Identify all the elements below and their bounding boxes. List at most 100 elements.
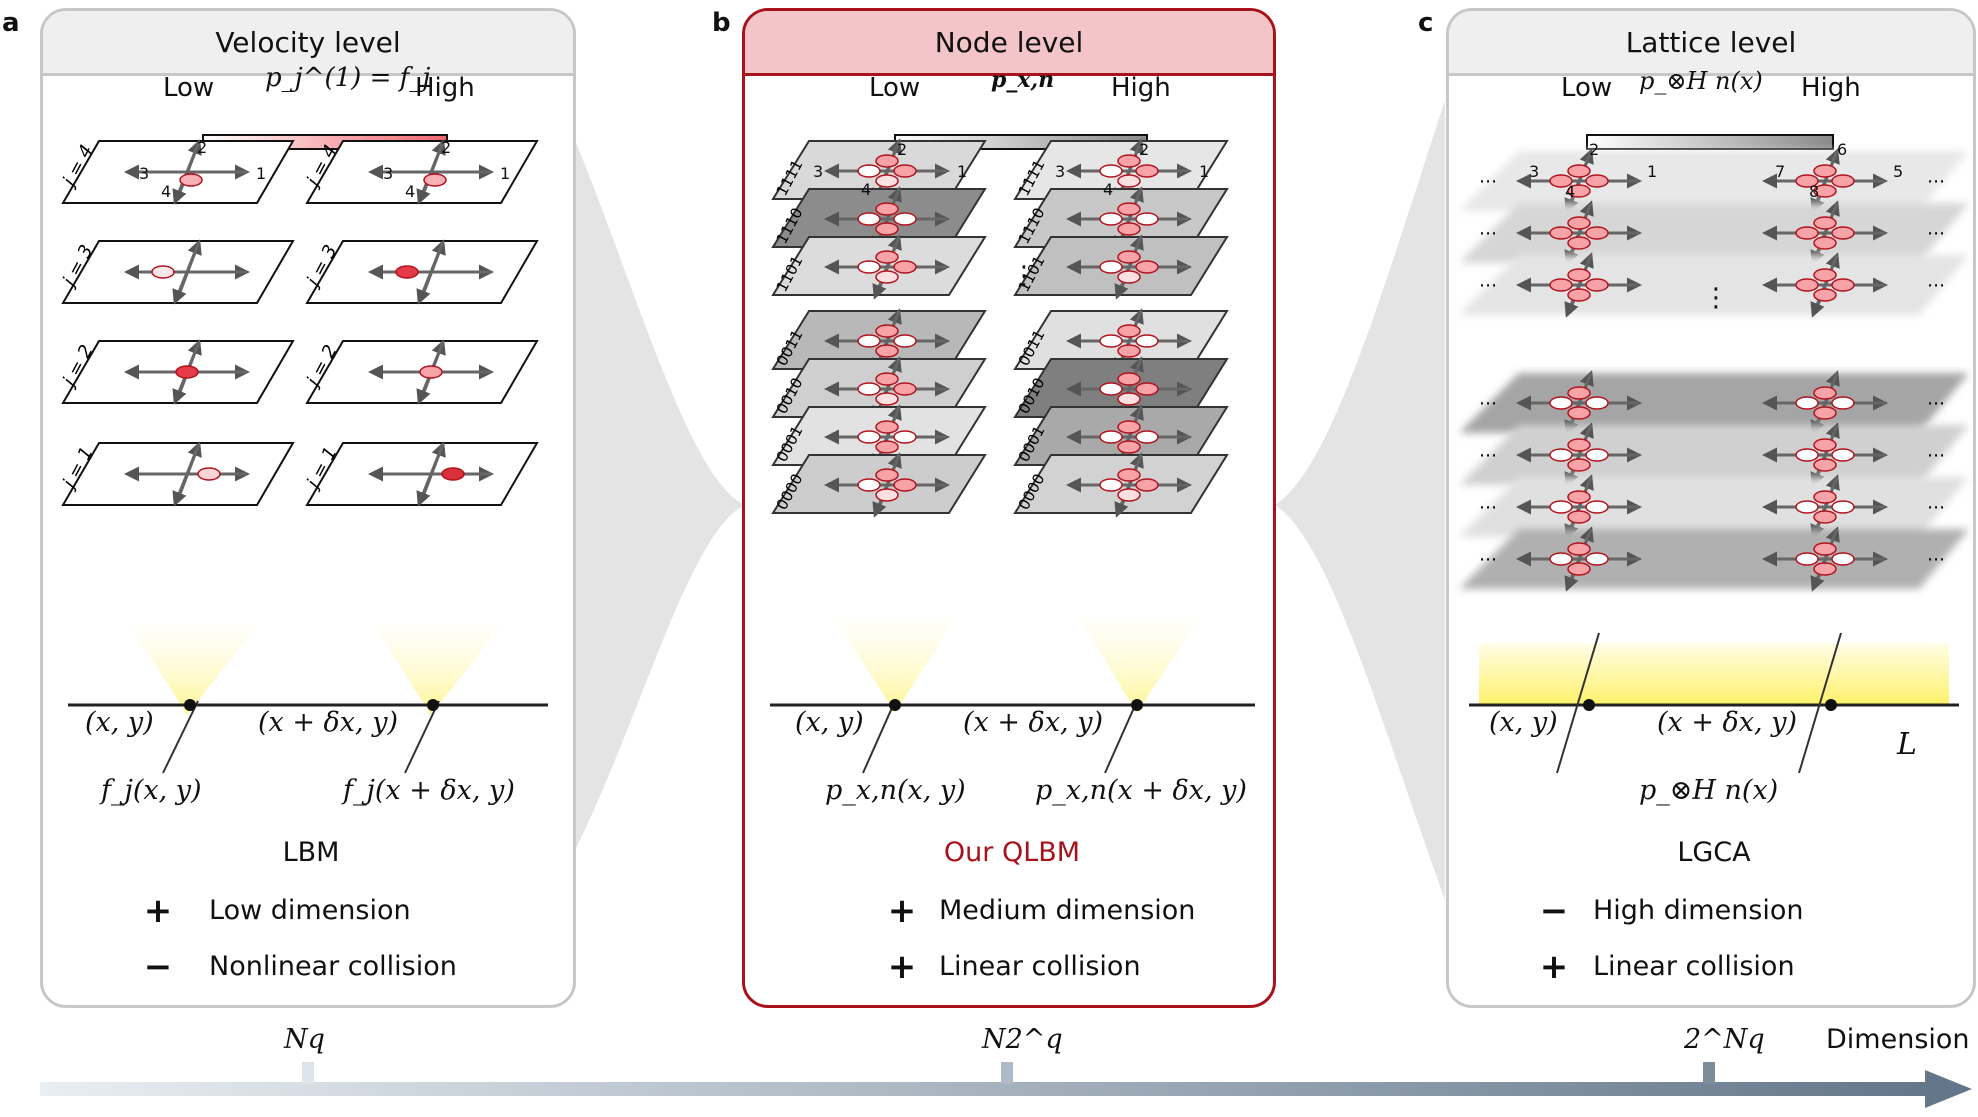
probability-ellipse — [875, 488, 899, 502]
probability-ellipse — [857, 164, 881, 178]
pro-con-sign: + — [143, 891, 173, 931]
probability-ellipse — [1117, 344, 1141, 358]
probability-ellipse — [1117, 324, 1141, 338]
probability-ellipse — [857, 430, 881, 444]
probability-ellipse — [1117, 488, 1141, 502]
probability-ellipse — [1813, 236, 1837, 250]
probability-ellipse — [1099, 334, 1123, 348]
probability-ellipse — [893, 334, 917, 348]
probability-ellipse — [875, 468, 899, 482]
probability-ellipse — [1795, 552, 1819, 566]
function-label: p_x,n(x + δx, y) — [1035, 775, 1247, 806]
dots-left: ⋯ — [1479, 223, 1497, 244]
function-label: f_j(x + δx, y) — [343, 775, 515, 806]
probability-ellipse — [1831, 396, 1855, 410]
pro-con-text: Medium dimension — [939, 895, 1196, 926]
probability-ellipse — [1567, 490, 1591, 504]
probability-ellipse — [893, 260, 917, 274]
probability-ellipse — [1813, 268, 1837, 282]
function-label: f_j(x, y) — [101, 775, 202, 806]
flow-shape-left — [575, 140, 745, 850]
legend-high: High — [1801, 73, 1861, 103]
probability-ellipse — [1099, 260, 1123, 274]
probability-ellipse — [1117, 222, 1141, 236]
probability-ellipse — [875, 222, 899, 236]
arrow-number: 1 — [256, 164, 266, 183]
probability-ellipse — [875, 372, 899, 386]
probability-ellipse — [875, 250, 899, 264]
probability-ellipse — [1117, 440, 1141, 454]
dots-left: ⋯ — [1479, 171, 1497, 192]
dots-right: ⋯ — [1927, 497, 1945, 518]
probability-ellipse — [1135, 212, 1159, 226]
position-label: (x, y) — [795, 707, 864, 738]
probability-ellipse — [1099, 430, 1123, 444]
layer-ellipsis: ⋮ — [1011, 261, 1037, 291]
light-beam — [129, 623, 259, 715]
position-label: (x, y) — [1489, 707, 1558, 738]
velocity-arrow — [1564, 202, 1593, 266]
probability-ellipse — [423, 173, 447, 187]
velocity-arrow — [172, 241, 201, 305]
probability-ellipse — [1567, 236, 1591, 250]
probability-ellipse — [1813, 216, 1837, 230]
arrow-number: 4 — [861, 180, 871, 199]
light-beam — [835, 618, 955, 713]
velocity-arrow — [872, 454, 901, 518]
axis-tick-2nq — [1703, 1062, 1715, 1084]
probability-ellipse — [1135, 164, 1159, 178]
pro-con-sign: + — [887, 947, 917, 987]
velocity-arrow — [1810, 372, 1839, 436]
probability-ellipse — [1795, 396, 1819, 410]
lattice-cross-line — [1104, 700, 1138, 774]
lattice-node — [1825, 699, 1837, 711]
panel-title: Node level — [745, 11, 1273, 76]
arrow-number: 2 — [1139, 140, 1149, 159]
arrow-number: 1 — [1199, 162, 1209, 181]
arrow-number: 1 — [957, 162, 967, 181]
velocity-arrow — [172, 141, 201, 205]
panel-letter-b: b — [712, 8, 731, 38]
legend-low: Low — [163, 73, 215, 103]
probability-ellipse — [1831, 174, 1855, 188]
probability-ellipse — [1567, 510, 1591, 524]
legend-high: High — [415, 73, 475, 103]
probability-ellipse — [1585, 396, 1609, 410]
pro-con-text: Low dimension — [209, 895, 411, 926]
pro-con-sign: − — [1539, 891, 1569, 931]
velocity-arrow — [1810, 424, 1839, 488]
arrow-number: 2 — [1589, 140, 1599, 159]
probability-ellipse — [1567, 268, 1591, 282]
velocity-arrow — [1564, 150, 1593, 214]
lattice-cross-line — [1556, 632, 1600, 774]
probability-ellipse — [1549, 552, 1573, 566]
dots-left: ⋯ — [1479, 275, 1497, 296]
probability-ellipse — [857, 334, 881, 348]
legend-variable: p_⊗H n(x) — [1639, 67, 1763, 95]
panel-letter-a: a — [2, 8, 20, 38]
velocity-arrow — [1114, 454, 1143, 518]
dots-right: ⋯ — [1927, 171, 1945, 192]
probability-ellipse — [179, 173, 203, 187]
velocity-arrow — [416, 141, 445, 205]
probability-ellipse — [1831, 500, 1855, 514]
arrow-number: 4 — [405, 182, 415, 201]
probability-ellipse — [875, 420, 899, 434]
arrow-number: 3 — [139, 164, 149, 183]
panel-title: Lattice level — [1449, 11, 1973, 76]
yellow-band — [1479, 643, 1949, 705]
arrow-number: 6 — [1837, 140, 1847, 159]
velocity-arrow — [1810, 202, 1839, 266]
pro-con-text: Linear collision — [939, 951, 1141, 982]
probability-ellipse — [1813, 386, 1837, 400]
probability-ellipse — [1567, 406, 1591, 420]
position-label: (x + δx, y) — [1657, 707, 1797, 738]
lattice-node — [184, 699, 196, 711]
probability-ellipse — [175, 365, 199, 379]
velocity-arrow — [1114, 236, 1143, 300]
probability-ellipse — [857, 212, 881, 226]
probability-ellipse — [1117, 174, 1141, 188]
